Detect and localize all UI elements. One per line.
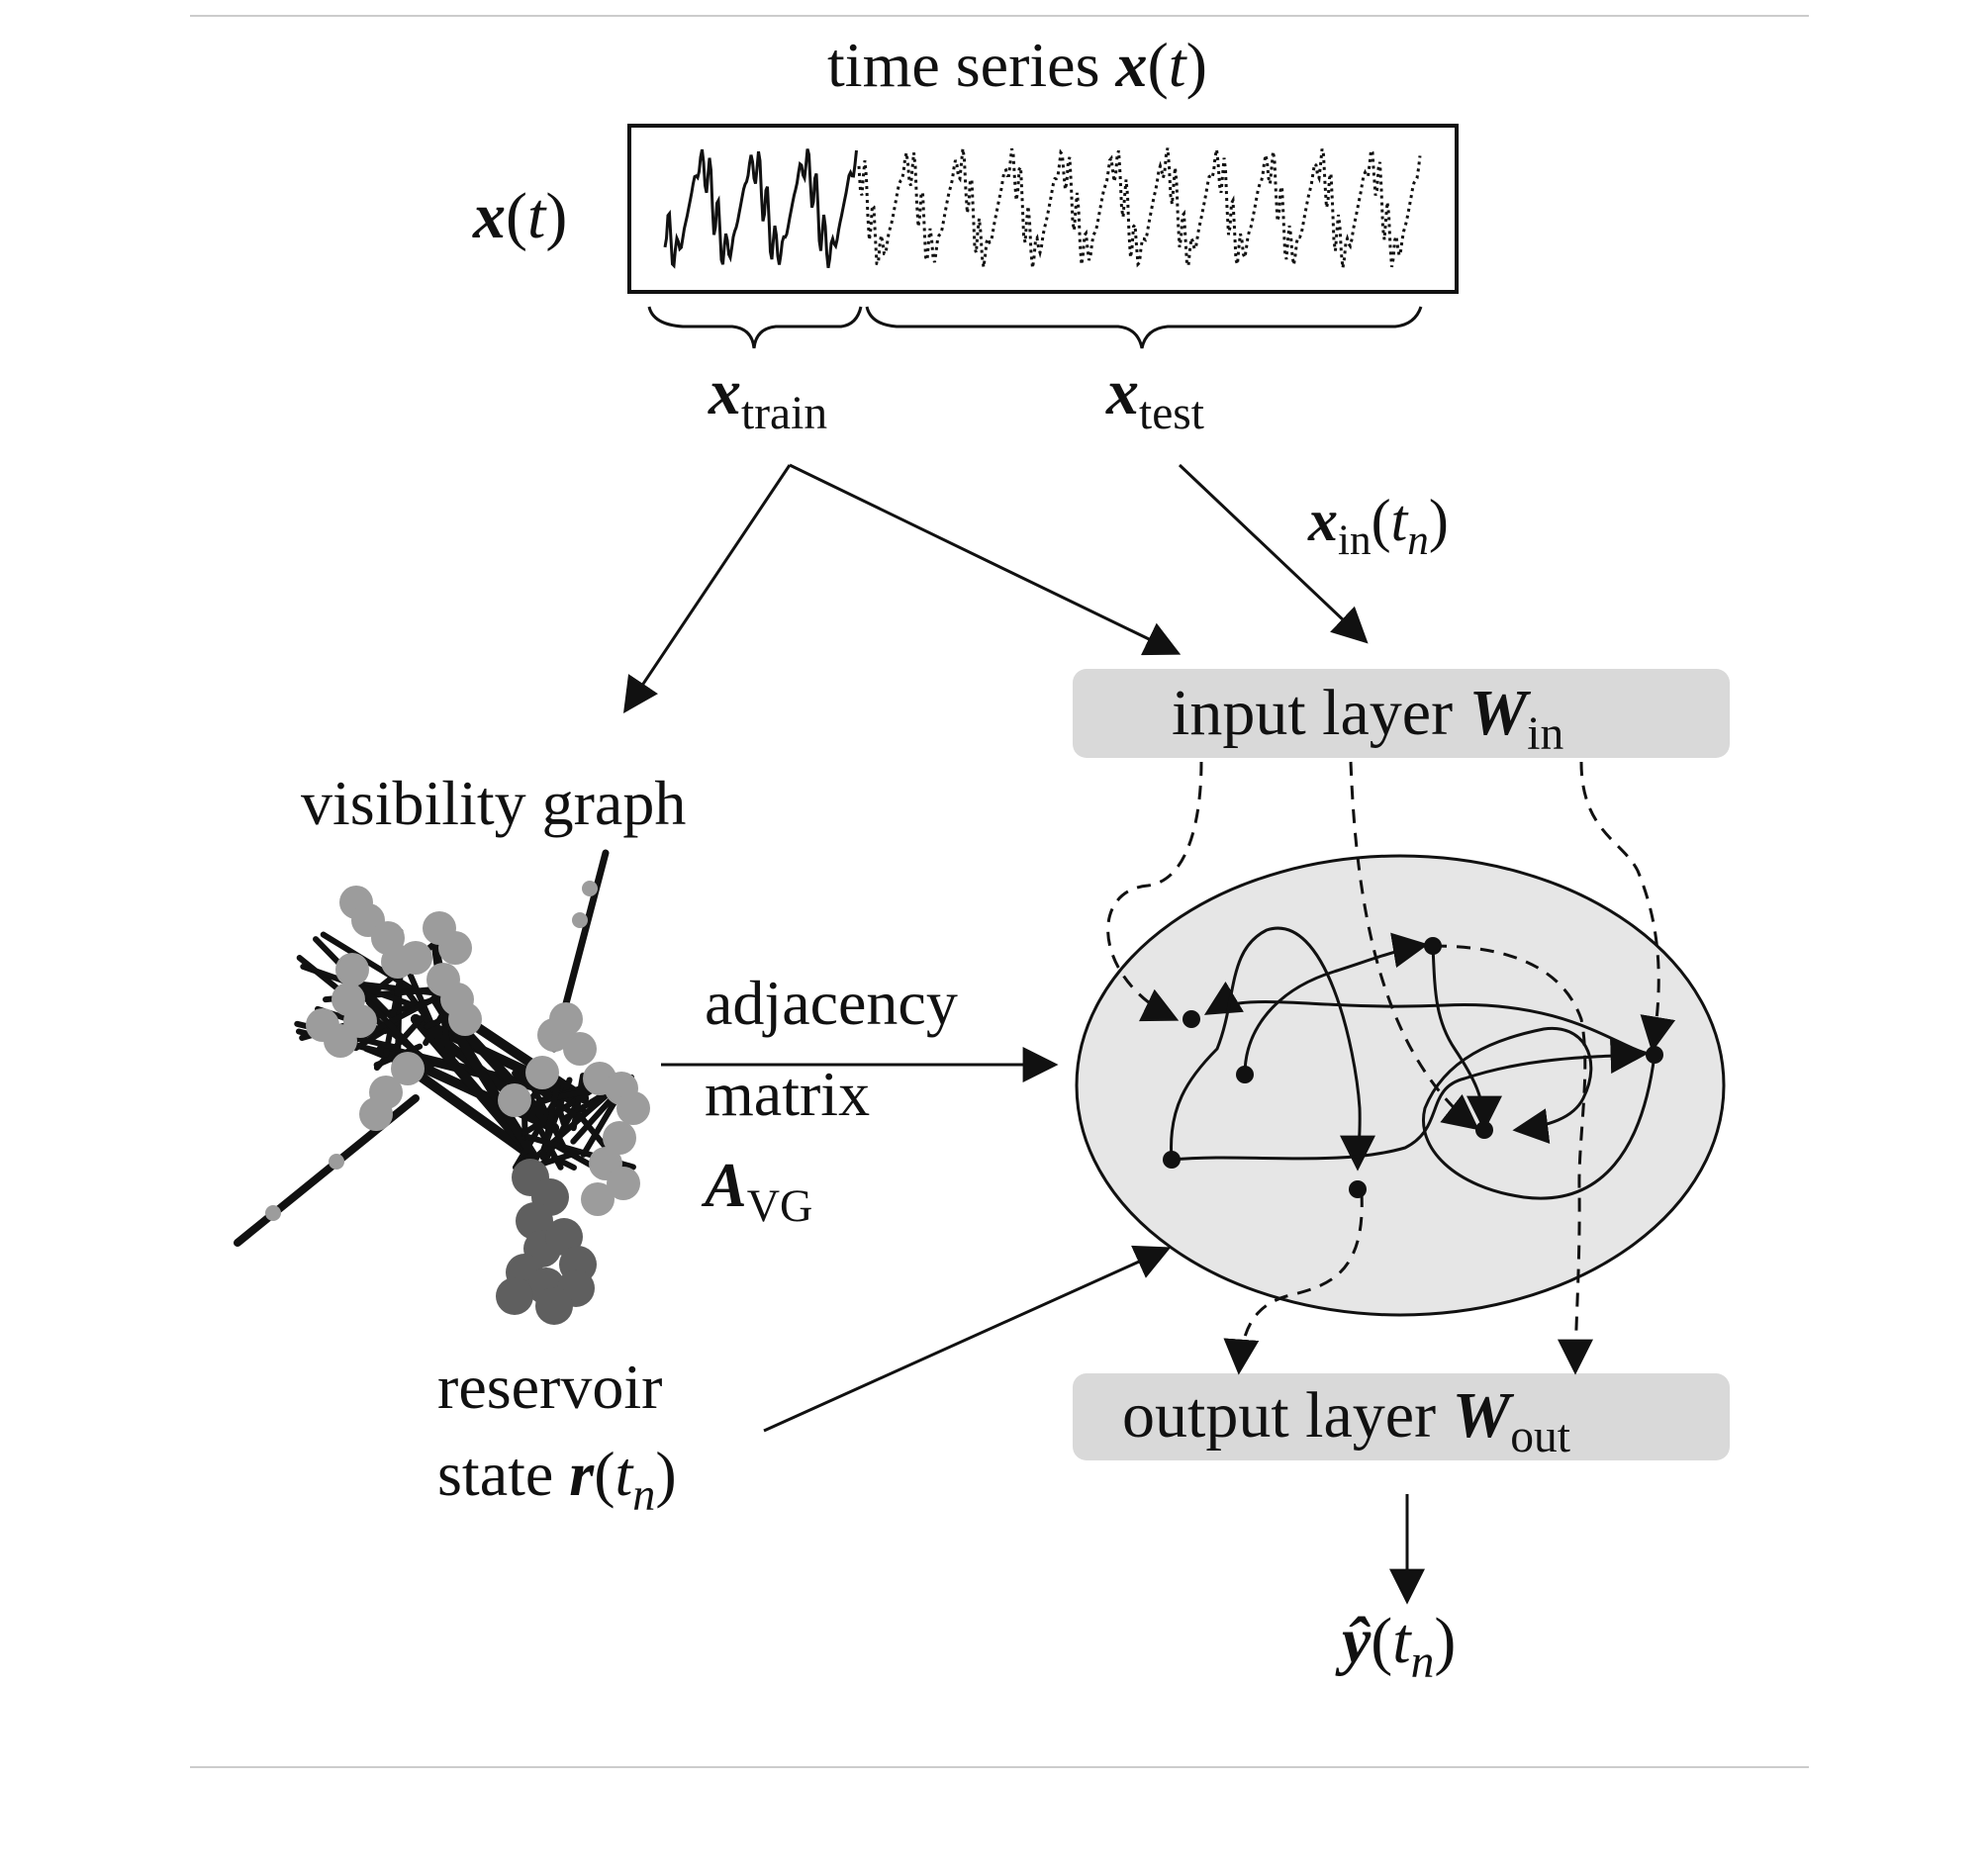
time-series-axis-label: x(t) xyxy=(473,180,568,252)
input-layer-box xyxy=(1073,669,1730,758)
input-signal-label: xin(tn) xyxy=(1308,488,1449,564)
visibility-graph-label: visibility graph xyxy=(301,768,687,838)
reservoir-ellipse xyxy=(1075,854,1726,1317)
arrow-train-to-graph xyxy=(622,464,792,713)
test-brace xyxy=(865,306,1423,349)
train-brace xyxy=(647,306,863,349)
visibility-graph-network xyxy=(234,849,650,1325)
adjacency-matrix-symbol: AVG xyxy=(705,1150,813,1231)
output-layer-box xyxy=(1073,1373,1730,1460)
input-connections xyxy=(1106,761,1676,1131)
adjacency-label-line2: matrix xyxy=(705,1059,871,1129)
arrow-test-to-input xyxy=(1178,463,1369,644)
train-signal xyxy=(663,148,858,269)
arrow-reservoir-state xyxy=(763,1245,1172,1433)
output-connections xyxy=(1223,944,1594,1375)
time-series-title: time series x(t) xyxy=(827,30,1207,100)
time-series-box xyxy=(627,124,1459,294)
input-layer-label: input layer Win xyxy=(1172,677,1564,761)
reservoir-edges xyxy=(1169,926,1656,1200)
adjacency-label-line1: adjacency xyxy=(705,968,958,1038)
reservoir-nodes xyxy=(1163,937,1663,1198)
output-layer-label: output layer Wout xyxy=(1122,1379,1570,1463)
reservoir-label-line2: state r(tn) xyxy=(437,1439,677,1520)
prediction-label: ŷ(tn) xyxy=(1342,1605,1457,1689)
reservoir-label-line1: reservoir xyxy=(437,1352,663,1422)
train-label: xtrain xyxy=(709,356,828,440)
test-label: xtest xyxy=(1106,356,1204,440)
arrow-train-to-input xyxy=(789,463,1182,656)
